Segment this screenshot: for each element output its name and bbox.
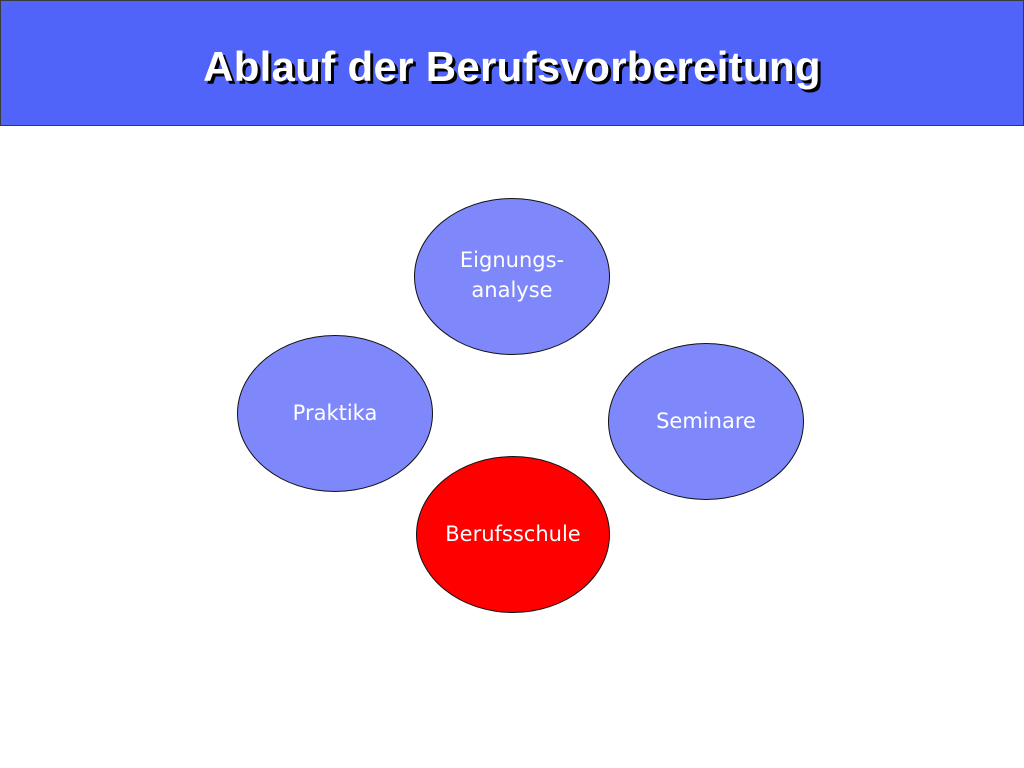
node-berufsschule-label: Berufsschule — [445, 522, 581, 546]
title-bar: Ablauf der Berufsvorbereitung — [0, 0, 1024, 126]
node-eignungsanalyse: Eignungs- analyse — [414, 198, 610, 355]
node-seminare-label: Seminare — [656, 409, 756, 433]
node-eignungsanalyse-label: Eignungs- analyse — [459, 248, 565, 302]
node-seminare: Seminare — [608, 343, 804, 500]
node-praktika: Praktika — [237, 335, 433, 492]
slide-title: Ablauf der Berufsvorbereitung — [203, 43, 821, 90]
node-praktika-label: Praktika — [292, 401, 378, 425]
node-berufsschule: Berufsschule — [416, 456, 610, 613]
